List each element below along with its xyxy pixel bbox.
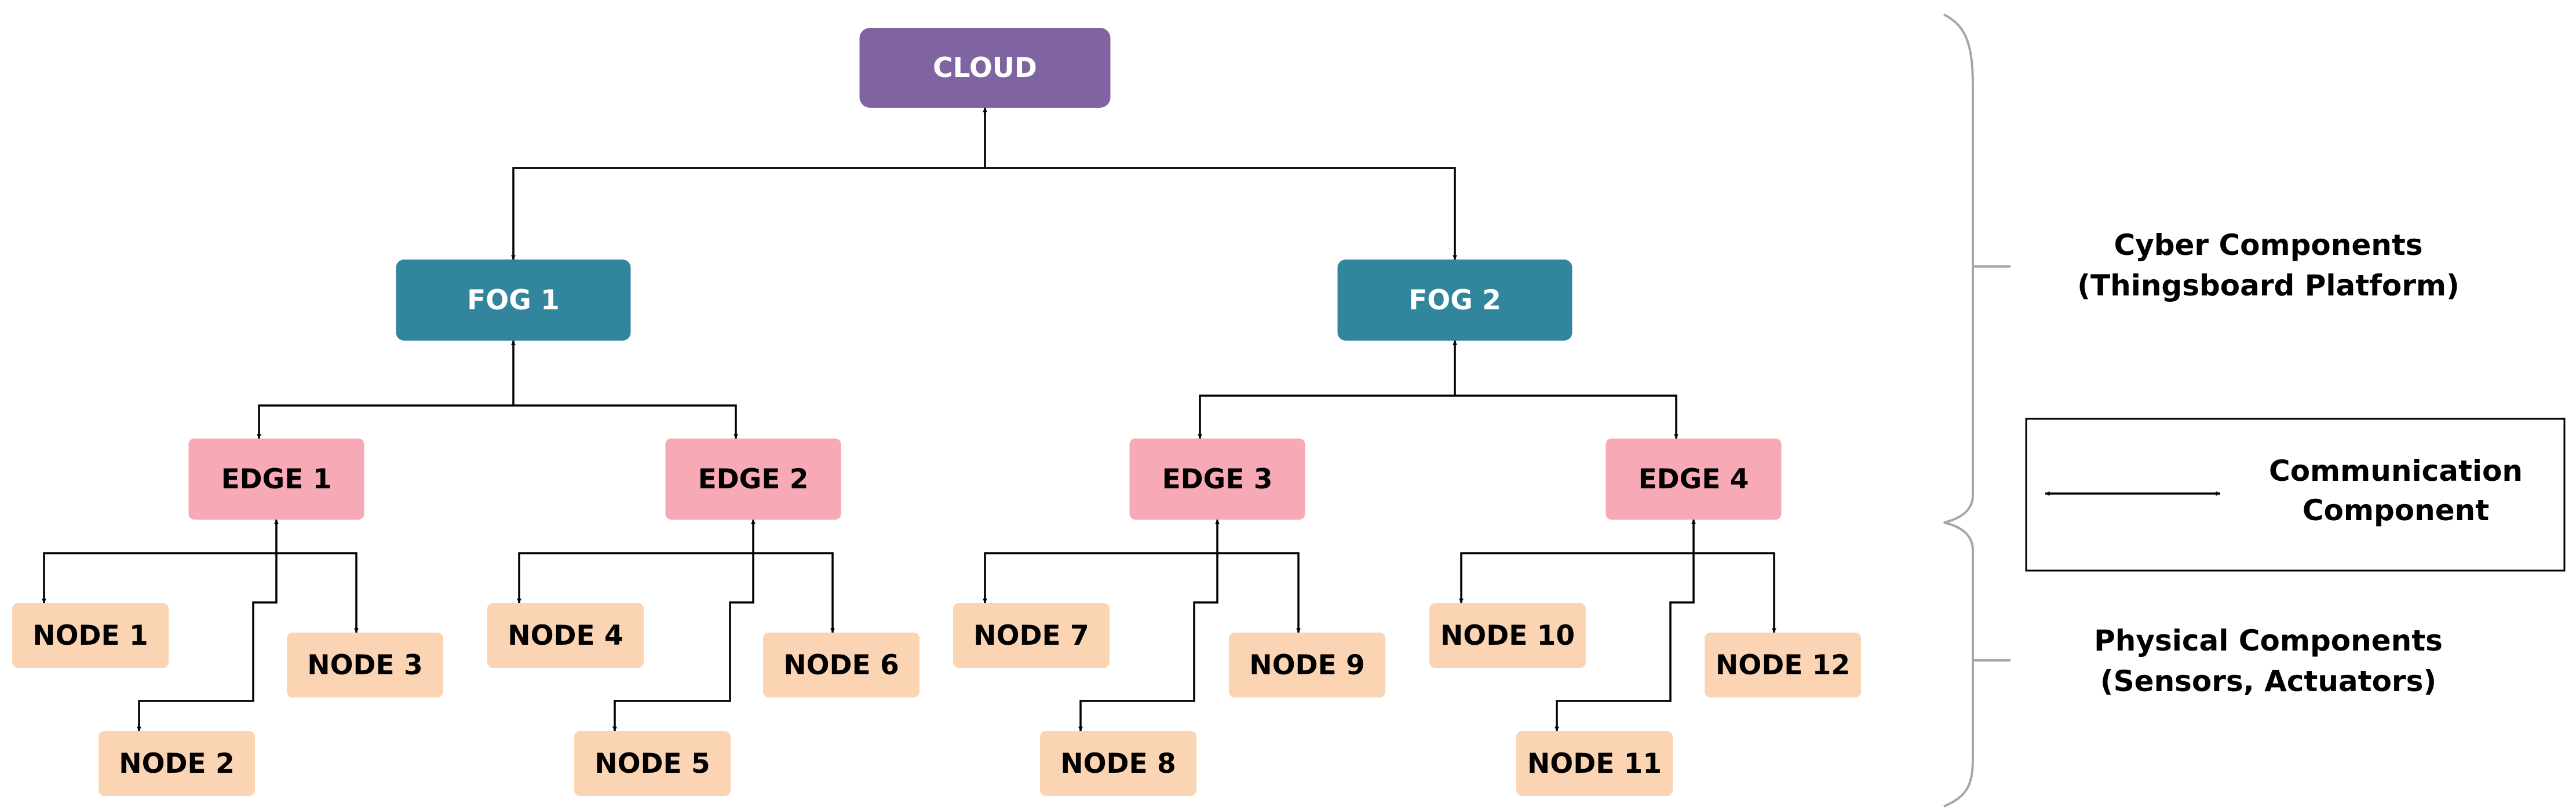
node10-box-shape bbox=[1429, 603, 1586, 668]
node10-box-label: NODE 10 bbox=[1440, 620, 1575, 652]
edge1-box: EDGE 1 bbox=[188, 439, 364, 520]
node9-box: NODE 9 bbox=[1229, 633, 1385, 697]
node10-box: NODE 10 bbox=[1429, 603, 1586, 668]
node11-box: NODE 11 bbox=[1516, 731, 1673, 796]
connector-cloud-fogs-bus bbox=[511, 167, 1457, 260]
edge2-box-label: EDGE 2 bbox=[698, 463, 809, 495]
cyber-components-title: Cyber Components bbox=[2114, 228, 2422, 262]
node6-box: NODE 6 bbox=[763, 633, 920, 697]
cloud-box: CLOUD bbox=[859, 28, 1111, 108]
physical-components-subtitle: (Sensors, Actuators) bbox=[2100, 664, 2436, 698]
node2-box: NODE 2 bbox=[98, 731, 255, 796]
edge3-box: EDGE 3 bbox=[1129, 439, 1305, 520]
node3-box-shape bbox=[287, 633, 443, 697]
node12-box: NODE 12 bbox=[1705, 633, 1861, 697]
edge2-box-shape bbox=[665, 439, 841, 520]
connector-fog2-edges-bus bbox=[1198, 394, 1679, 439]
fog2-box-label: FOG 2 bbox=[1409, 284, 1501, 316]
node4-box-shape bbox=[487, 603, 644, 668]
connector-edge4-node11 bbox=[1555, 519, 1696, 732]
edge3-box-label: EDGE 3 bbox=[1162, 463, 1273, 495]
node2-box-shape bbox=[98, 731, 255, 796]
node8-box: NODE 8 bbox=[1040, 731, 1196, 796]
fog1-box: FOG 1 bbox=[396, 260, 631, 341]
connector-edge3-node8 bbox=[1078, 519, 1220, 732]
fog1-box-shape bbox=[396, 260, 631, 341]
physical-components-title: Physical Components bbox=[2094, 624, 2443, 657]
node5-box-label: NODE 5 bbox=[594, 748, 710, 780]
edge4-box-label: EDGE 4 bbox=[1639, 463, 1749, 495]
edge1-box-label: EDGE 1 bbox=[221, 463, 332, 495]
connectors bbox=[42, 107, 1776, 732]
node3-box: NODE 3 bbox=[287, 633, 443, 697]
edge1-box-shape bbox=[188, 439, 364, 520]
cyber-components-subtitle: (Thingsboard Platform) bbox=[2077, 269, 2460, 302]
connector-edge1-node2 bbox=[137, 519, 279, 732]
connector-edge2-node5 bbox=[612, 519, 756, 732]
node7-box-shape bbox=[953, 603, 1110, 668]
node3-box-label: NODE 3 bbox=[307, 649, 422, 681]
node1-box-label: NODE 1 bbox=[32, 620, 148, 652]
edge4-box-shape bbox=[1606, 439, 1782, 520]
node2-box-label: NODE 2 bbox=[119, 748, 234, 780]
node4-box: NODE 4 bbox=[487, 603, 644, 668]
edge2-box: EDGE 2 bbox=[665, 439, 841, 520]
node5-box-shape bbox=[574, 731, 731, 796]
fog2-box-shape bbox=[1337, 260, 1572, 341]
component-boxes: CLOUD FOG 1 FOG 2 EDGE 1 EDGE 2 EDGE 3 EDGE 4 N… bbox=[12, 28, 1861, 796]
node11-box-label: NODE 11 bbox=[1527, 748, 1662, 780]
fog1-box-label: FOG 1 bbox=[467, 284, 560, 316]
node7-box-label: NODE 7 bbox=[973, 620, 1089, 652]
node12-box-label: NODE 12 bbox=[1716, 649, 1850, 681]
grouping-brace bbox=[1943, 13, 1974, 808]
legend: Communication Component bbox=[2025, 418, 2566, 572]
node5-box: NODE 5 bbox=[574, 731, 731, 796]
node8-box-shape bbox=[1040, 731, 1196, 796]
cloud-box-shape bbox=[859, 28, 1111, 108]
node6-box-label: NODE 6 bbox=[783, 649, 899, 681]
cloud-box-label: CLOUD bbox=[933, 52, 1037, 84]
node7-box: NODE 7 bbox=[953, 603, 1110, 668]
node11-box-shape bbox=[1516, 731, 1673, 796]
legend-label-line2: Component bbox=[2303, 494, 2489, 527]
fog2-box: FOG 2 bbox=[1337, 260, 1572, 341]
node9-box-shape bbox=[1229, 633, 1385, 697]
node1-box: NODE 1 bbox=[12, 603, 169, 668]
connector-fog1-edges-bus bbox=[257, 404, 738, 439]
edge4-box: EDGE 4 bbox=[1606, 439, 1782, 520]
node4-box-label: NODE 4 bbox=[508, 620, 623, 652]
node12-box-shape bbox=[1705, 633, 1861, 697]
node1-box-shape bbox=[12, 603, 169, 668]
node9-box-label: NODE 9 bbox=[1249, 649, 1364, 681]
node6-box-shape bbox=[763, 633, 920, 697]
legend-label-line1: Communication bbox=[2269, 454, 2523, 488]
node8-box-label: NODE 8 bbox=[1060, 748, 1176, 780]
edge3-box-shape bbox=[1129, 439, 1305, 520]
